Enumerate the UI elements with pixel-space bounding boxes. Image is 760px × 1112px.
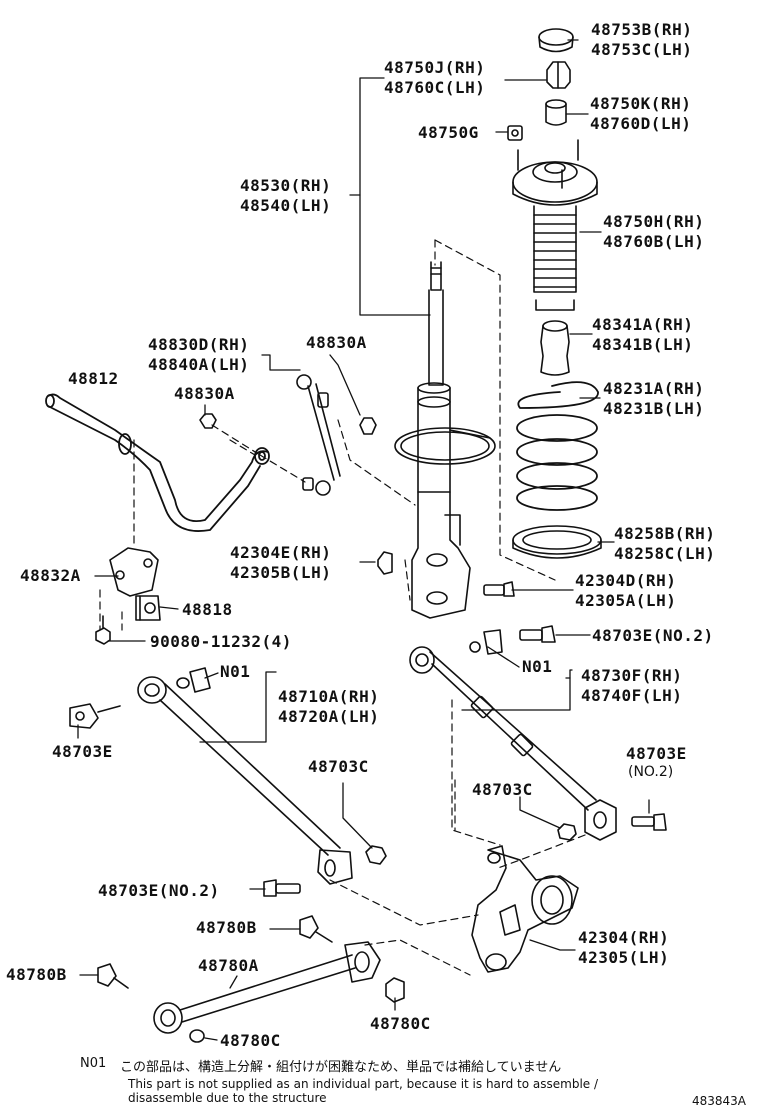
label-48750k: 48750K(RH)48760D(LH) (590, 94, 691, 134)
assembly-dashed-lines (99, 239, 586, 976)
label-48818: 48818 (182, 600, 233, 619)
part-number-rh: 48750K(RH) (590, 94, 692, 113)
label-42304d: 42304D(RH)42305A(LH) (575, 571, 676, 611)
part-number-rh: 42304(RH) (578, 928, 670, 947)
part-number-rh: 48730F(RH) (581, 666, 683, 685)
label-42304: 42304(RH)42305(LH) (578, 928, 669, 968)
stabilizer-link (296, 374, 341, 496)
label-n01-left: N01 (220, 662, 251, 681)
label-48703e-left: 48703E (52, 742, 113, 761)
label-48703e-right-no2: (NO.2) (628, 764, 674, 780)
part-number-rh: 42304D(RH) (575, 571, 677, 590)
knuckle-bolt-42304d (483, 581, 515, 597)
label-48530: 48530(RH)48540(LH) (240, 176, 331, 216)
part-number-lh: 48720A(LH) (278, 707, 380, 726)
coil-spring (516, 381, 599, 511)
label-48753: 48753B(RH)48753C(LH) (591, 20, 692, 60)
part-number-rh: 48750H(RH) (603, 212, 705, 231)
stabilizer-bushing (135, 595, 161, 621)
label-48830d: 48830D(RH)48840A(LH) (148, 335, 249, 375)
label-n01-right: N01 (522, 657, 553, 676)
part-number-rh: 48258B(RH) (614, 524, 716, 543)
strut-rod-bolts (97, 915, 333, 989)
lower-arm-nuts (365, 823, 577, 865)
label-48750g: 48750G (418, 123, 479, 142)
label-48703e-no2-bottom: 48703E(NO.2) (98, 881, 220, 900)
part-number-lh: 48258C(LH) (614, 544, 716, 563)
label-48832a: 48832A (20, 566, 81, 585)
part-number-lh: 48753C(LH) (591, 40, 693, 59)
strut-rod-48780a (153, 941, 381, 1034)
part-number-lh: 42305(LH) (578, 948, 670, 967)
label-48750j: 48750J(RH)48760C(LH) (384, 58, 485, 98)
part-number-lh: 48760B(LH) (603, 232, 705, 251)
rear-axle-carrier (471, 845, 579, 973)
upper-support-mount (512, 139, 598, 206)
leader-lines (77, 39, 650, 1041)
label-48780c-left: 48780C (220, 1031, 281, 1050)
label-48780b-left: 48780B (6, 965, 67, 984)
part-number-lh: 42305B(LH) (230, 563, 332, 582)
part-number-rh: 48231A(RH) (603, 379, 705, 398)
upper-bushing (545, 99, 567, 126)
bump-stopper (540, 320, 570, 376)
front-lower-arm-48710a (137, 676, 353, 885)
label-48258: 48258B(RH)48258C(LH) (614, 524, 715, 564)
footnote-japanese: この部品は、構造上分解・組付けが困難なため、単品では補給していません (120, 1060, 562, 1075)
label-48341: 48341A(RH)48341B(LH) (592, 315, 693, 355)
label-48703c-right: 48703C (472, 780, 533, 799)
rear-lower-arm-48730f (409, 646, 617, 841)
footnote-english-line2: disassemble due to the structure (128, 1091, 327, 1105)
label-48703c-mid: 48703C (308, 757, 369, 776)
part-number-lh: 48760D(LH) (590, 114, 692, 133)
upper-mount-cap (538, 28, 574, 53)
part-number-lh: 48231B(LH) (603, 399, 705, 418)
label-48703e-right: 48703E (626, 744, 687, 763)
label-48231: 48231A(RH)48231B(LH) (603, 379, 704, 419)
label-48730f: 48730F(RH)48740F(LH) (581, 666, 682, 706)
shock-absorber (394, 261, 496, 619)
part-number-rh: 48710A(RH) (278, 687, 380, 706)
dust-boot (533, 205, 577, 311)
shock-lower-nut (377, 551, 393, 575)
part-number-rh: 48753B(RH) (591, 20, 693, 39)
stabilizer-bar (45, 393, 270, 532)
label-48830a-top: 48830A (306, 333, 367, 352)
footnote-english-line1: This part is not supplied as an individu… (128, 1077, 599, 1091)
part-number-lh: 48740F(LH) (581, 686, 683, 705)
link-nuts (199, 413, 377, 435)
label-48780a: 48780A (198, 956, 259, 975)
label-48780c-right: 48780C (370, 1014, 431, 1033)
part-number-lh: 48760C(LH) (384, 78, 486, 97)
mount-nut-48750g (507, 125, 523, 141)
label-48710a: 48710A(RH)48720A(LH) (278, 687, 379, 727)
part-number-rh: 48750J(RH) (384, 58, 486, 77)
part-number-rh: 48530(RH) (240, 176, 332, 195)
part-number-lh: 48540(LH) (240, 196, 332, 215)
strut-nut (546, 61, 571, 89)
part-number-rh: 48341A(RH) (592, 315, 694, 334)
label-90080: 90080-11232(4) (150, 632, 292, 651)
spring-insulator (512, 525, 602, 559)
label-48703e-no2-top: 48703E(NO.2) (592, 626, 714, 645)
lower-arm-bushings (176, 629, 503, 693)
lower-arm-bolts (69, 625, 667, 897)
stabilizer-bracket (109, 547, 159, 597)
strut-rod-nuts (189, 977, 405, 1043)
bracket-bolt (95, 615, 111, 645)
part-number-rh: 48830D(RH) (148, 335, 250, 354)
part-number-rh: 42304E(RH) (230, 543, 332, 562)
label-48830a-left: 48830A (174, 384, 235, 403)
label-48812: 48812 (68, 369, 119, 388)
label-48780b-mid: 48780B (196, 918, 257, 937)
label-48750h: 48750H(RH)48760B(LH) (603, 212, 704, 252)
part-number-lh: 48341B(LH) (592, 335, 694, 354)
part-number-lh: 42305A(LH) (575, 591, 677, 610)
drawing-number: 483843A (692, 1094, 747, 1108)
footnote-code: N01 (80, 1056, 107, 1071)
label-42304e: 42304E(RH)42305B(LH) (230, 543, 331, 583)
part-number-lh: 48840A(LH) (148, 355, 250, 374)
